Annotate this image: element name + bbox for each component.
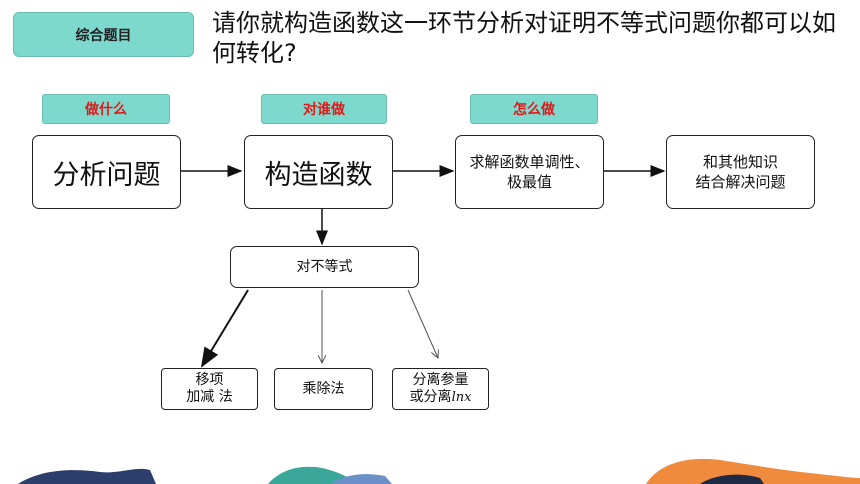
- inequality-label: 对不等式: [296, 258, 353, 275]
- brush-stroke-blue: [330, 474, 392, 484]
- construct-function-label: 构造函数: [264, 159, 373, 191]
- arrow-to-move: [200, 289, 249, 368]
- brush-stroke-orange: [646, 458, 860, 484]
- topic-tag: 综合题目: [13, 12, 194, 57]
- separate-parameter-box: 分离参量 或分离lnx: [392, 368, 489, 410]
- brush-stroke-navy: [18, 468, 156, 484]
- analyze-problem-box: 分析问题: [32, 135, 181, 209]
- combine-knowledge-box: 和其他知识 结合解决问题: [666, 135, 815, 209]
- multiply-divide-box: 乘除法: [274, 368, 373, 410]
- analyze-problem-label: 分析问题: [52, 159, 161, 191]
- move-line2: 加减 法: [186, 389, 233, 405]
- arrow-to-separate: [407, 289, 438, 358]
- stage-whom-label: 对谁做: [261, 94, 387, 124]
- move-line1: 移项: [195, 372, 224, 388]
- separate-line2-prefix: 或分离: [409, 389, 452, 405]
- decorative-brush-strokes: [18, 458, 860, 484]
- separate-line2-lnx: lnx: [451, 390, 472, 405]
- move-terms-box: 移项 加减 法: [161, 368, 258, 410]
- solve-monotonicity-box: 求解函数单调性、 极最值: [455, 135, 604, 209]
- solve-line2: 极最值: [506, 173, 552, 191]
- combine-line2: 结合解决问题: [695, 173, 786, 191]
- combine-line1: 和其他知识: [702, 153, 778, 171]
- solve-line1: 求解函数单调性、: [469, 153, 590, 171]
- inequality-box: 对不等式: [230, 246, 419, 288]
- brush-stroke-dark: [700, 474, 764, 484]
- multiply-divide-label: 乘除法: [302, 380, 345, 397]
- stage-how-label: 怎么做: [470, 94, 598, 124]
- brush-stroke-teal: [268, 466, 356, 484]
- stage-what-label: 做什么: [42, 94, 170, 124]
- separate-line1: 分离参量: [412, 372, 469, 388]
- construct-function-box: 构造函数: [244, 135, 393, 209]
- separate-line2: 或分离lnx: [410, 389, 472, 406]
- question-title: 请你就构造函数这一环节分析对证明不等式问题你都可以如何转化?: [212, 9, 836, 67]
